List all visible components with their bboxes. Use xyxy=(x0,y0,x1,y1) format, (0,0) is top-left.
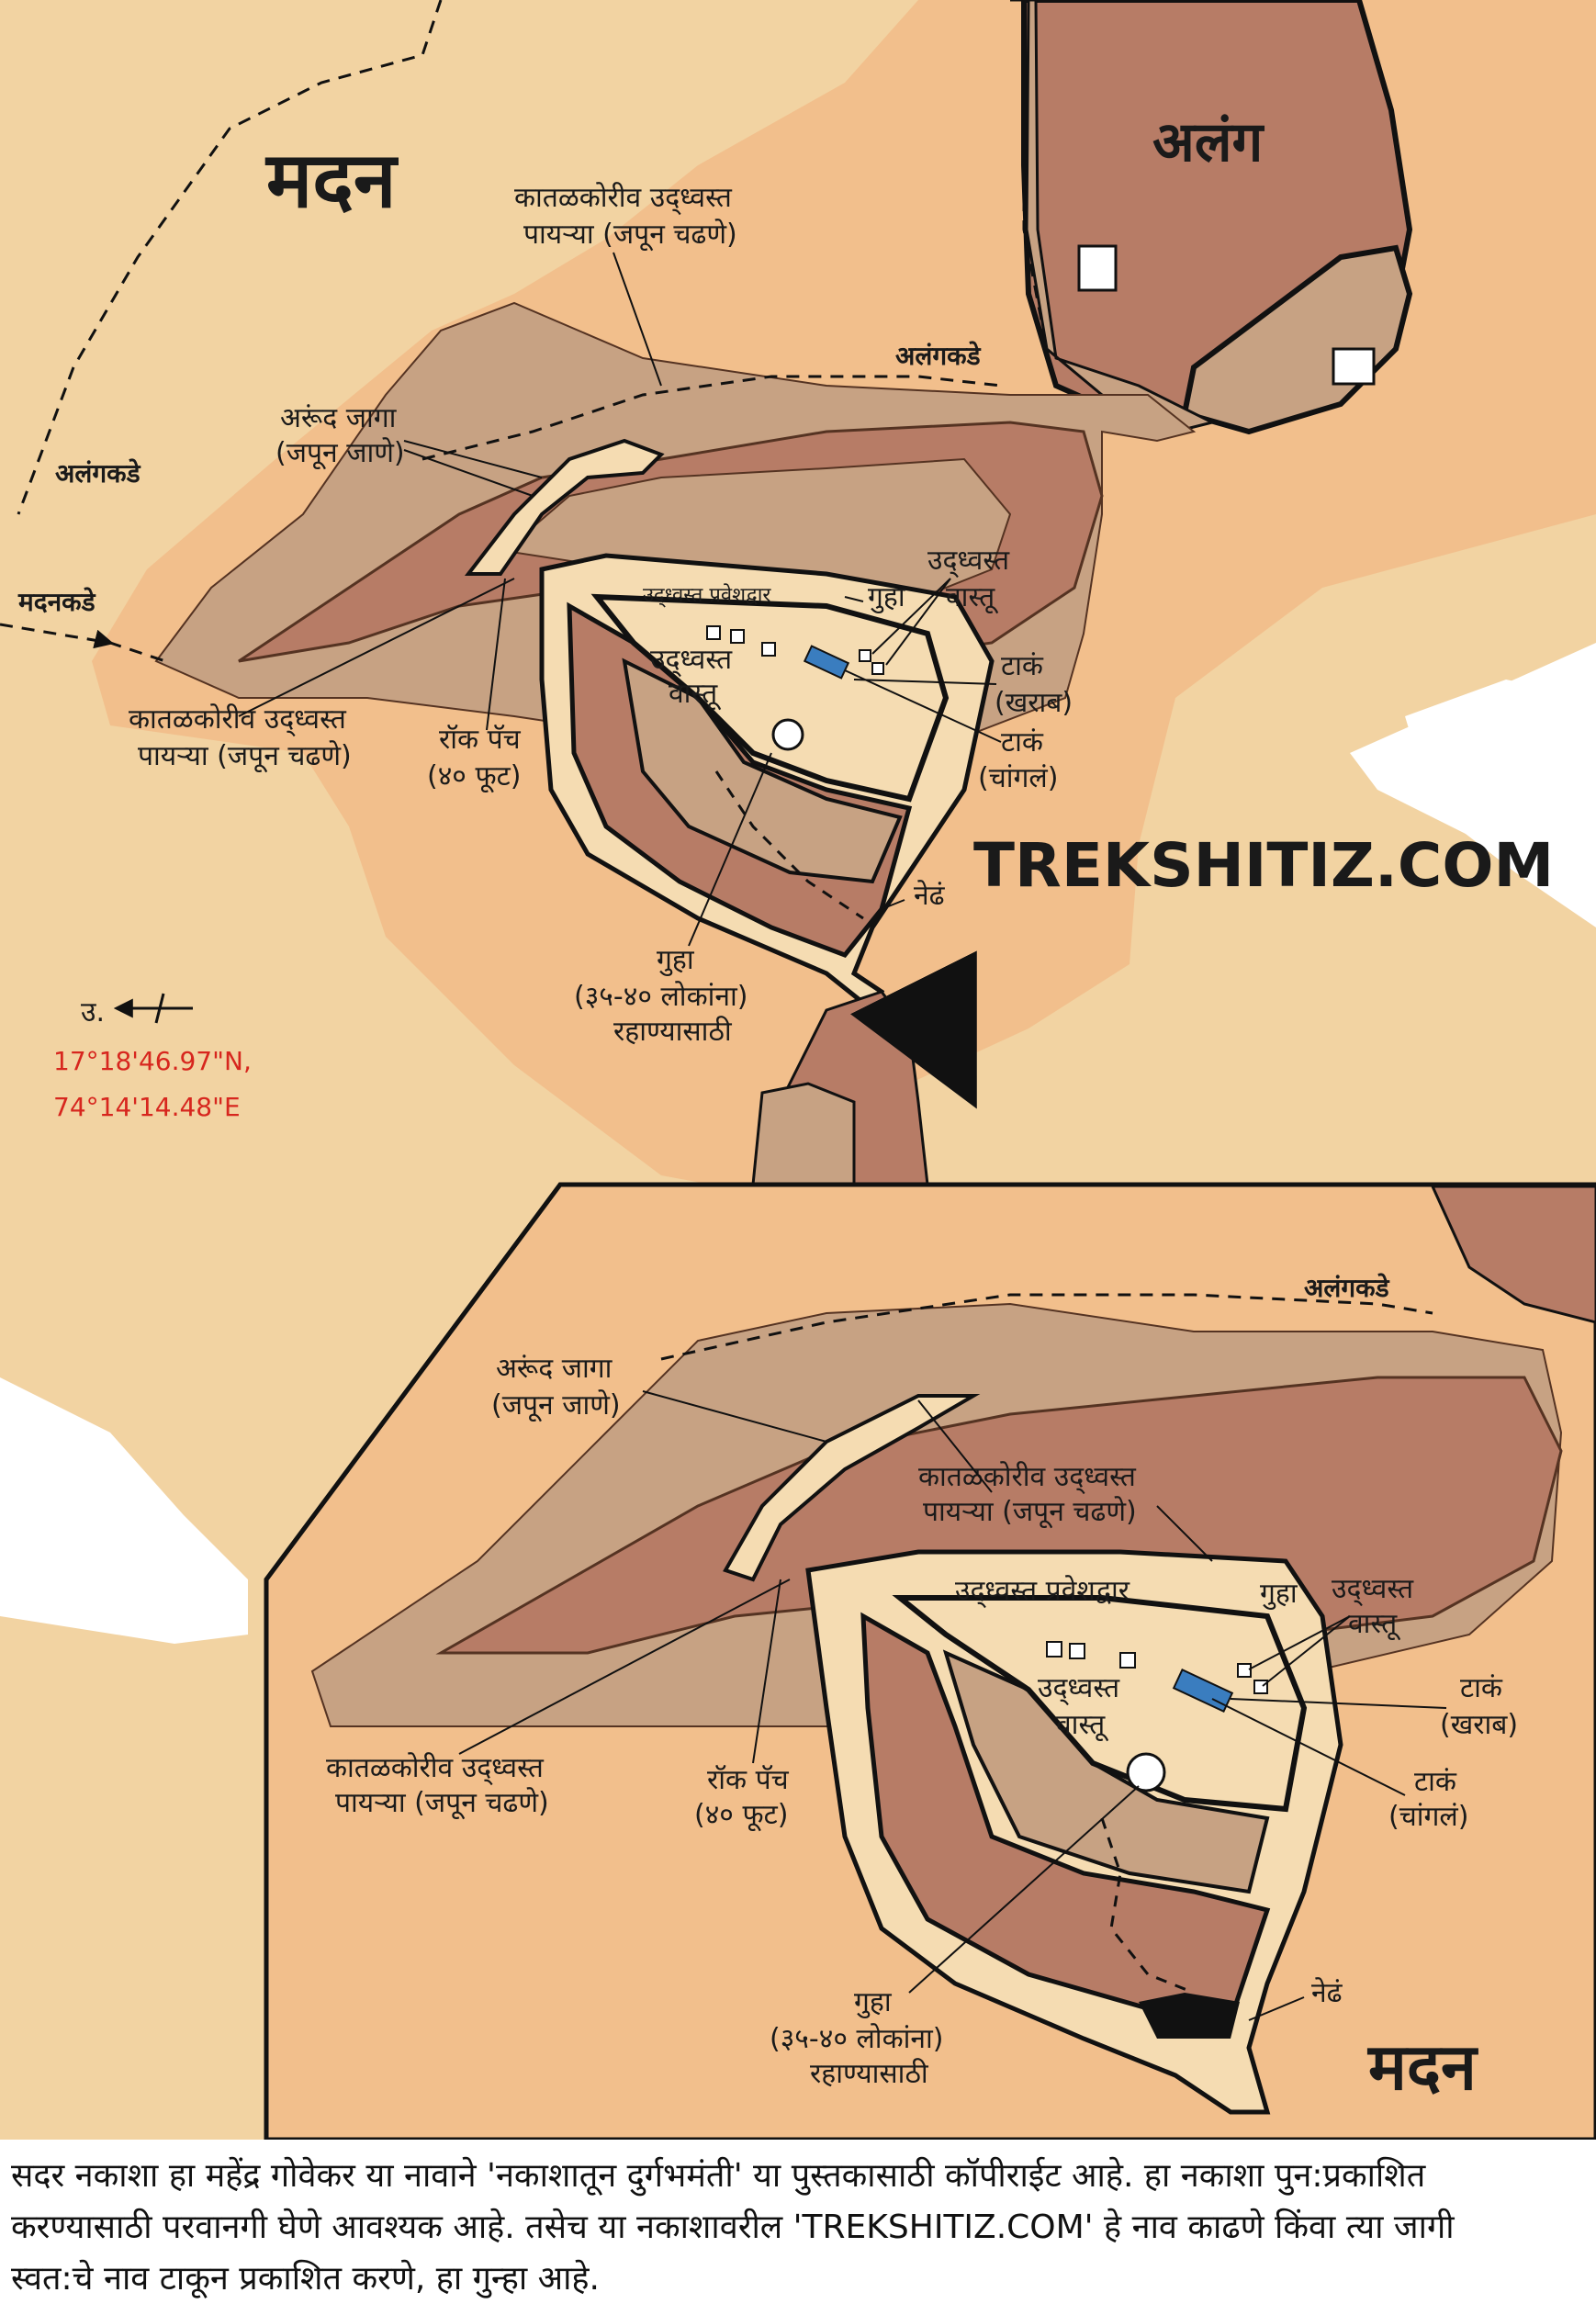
label-steps-left-2: पायऱ्या (जपून चढणे) xyxy=(138,740,352,773)
inset-cave-big-3: रहाण्यासाठी xyxy=(810,2058,929,2090)
white-gap-left xyxy=(0,1377,248,1644)
label-nedh: नेढं xyxy=(914,880,946,912)
label-ruins-center-1: उद्ध्वस्त xyxy=(650,644,733,677)
trail-alang-path xyxy=(1022,0,1049,350)
label-narrow-1: अरूंद जागा xyxy=(280,402,398,434)
route-alang-left: अलंगकडे xyxy=(55,458,141,489)
top-ruin-d xyxy=(859,649,871,662)
label-steps-top-1: कातळकोरीव उद्ध्वस्त xyxy=(514,182,733,215)
alang-ruin-2 xyxy=(1332,347,1376,386)
inset-narrow-2: (जपून जाणे) xyxy=(491,1389,621,1422)
inset-rock-patch-1: रॉक पॅच xyxy=(707,1764,790,1796)
top-ruin-a xyxy=(706,625,721,640)
label-cave-big-1: गुहा xyxy=(657,944,695,977)
inset-cave-small: गुहा xyxy=(1260,1578,1298,1611)
top-narrow-ledge xyxy=(464,438,665,576)
inset-steps-left-1: कातळकोरीव उद्ध्वस्त xyxy=(326,1752,545,1785)
label-narrow-2: (जपून जाणे) xyxy=(275,437,405,470)
inset-cave-big-1: गुहा xyxy=(854,1986,893,2019)
label-cave-big-2: (३५-४० लोकांना) xyxy=(574,981,748,1013)
footer-line-3: स्वत:चे नाव टाकून प्रकाशित करणे, हा गुन्… xyxy=(11,2260,600,2298)
inset-steps-top-1: कातळकोरीव उद्ध्वस्त xyxy=(918,1461,1137,1494)
inset-trail-top xyxy=(660,1293,1433,1361)
copyright-footer: सदर नकाशा हा महेंद्र गोवेकर या नावाने 'न… xyxy=(0,2141,1596,2315)
coordinate-lon: 74°14'14.48"E xyxy=(53,1092,241,1122)
alang-path-strip xyxy=(1010,0,1217,433)
footer-line-1: सदर नकाशा हा महेंद्र गोवेकर या नावाने 'न… xyxy=(11,2157,1426,2195)
alang-ruin-1 xyxy=(1077,244,1118,292)
label-steps-top-2: पायऱ्या (जपून चढणे) xyxy=(523,219,737,252)
inset-steps-top-2: पायऱ्या (जपून चढणे) xyxy=(923,1496,1137,1529)
top-ruin-e xyxy=(871,662,884,675)
label-ruins-right-2: वास्तू xyxy=(946,581,998,614)
north-arrow-tick xyxy=(154,993,165,1024)
inset-tank-bad-1: टाकं xyxy=(1460,1672,1503,1704)
label-tank-good-1: टाकं xyxy=(1001,726,1044,759)
watermark: TREKSHITIZ.COM xyxy=(973,830,1554,901)
label-steps-left-1: कातळकोरीव उद्ध्वस्त xyxy=(129,703,347,736)
inset-nedh: नेढं xyxy=(1311,1977,1343,2009)
label-ruins-center-2: वास्तू xyxy=(669,678,721,711)
inset-leader-lines xyxy=(458,1390,1447,2021)
inset-narrow-1: अरूंद जागा xyxy=(496,1353,613,1385)
label-gate: उद्ध्वस्त प्रवेशद्वार xyxy=(643,583,771,608)
inset-ruin-b xyxy=(1069,1643,1085,1659)
label-tank-good-2: (चांगलं) xyxy=(978,762,1058,794)
top-ruin-b xyxy=(730,629,745,644)
label-ruins-right-1: उद्ध्वस्त xyxy=(927,545,1010,578)
inset-tank-bad-2: (खराब) xyxy=(1440,1709,1518,1741)
route-alang-top: अलंगकडे xyxy=(895,341,982,371)
top-plateau xyxy=(590,593,950,803)
alang-shoulder xyxy=(1181,244,1413,435)
inset-tank-good-1: टाकं xyxy=(1414,1766,1457,1798)
north-label: उ. xyxy=(81,996,105,1028)
trail-fort xyxy=(714,770,864,920)
lower-rock xyxy=(751,1082,856,1186)
inset-steps-left-2: पायऱ्या (जपून चढणे) xyxy=(335,1787,549,1820)
fort-map: मदन अलंग अलंगकडे अलंगकडे मदनकडे कातळकोरी… xyxy=(0,0,1596,2140)
route-madan: मदनकडे xyxy=(17,587,96,617)
label-cave-big-3: रहाण्यासाठी xyxy=(613,1016,733,1048)
label-rock-patch-2: (४० फूट) xyxy=(427,760,521,793)
inset-cave-mark xyxy=(1126,1752,1166,1792)
footer-line-2: करण्यासाठी परवानगी घेणे आवश्यक आहे. तसेच… xyxy=(11,2208,1455,2246)
inset-ruin-e xyxy=(1253,1680,1268,1694)
top-cave-mark xyxy=(771,718,804,751)
inset-ruins-center-1: उद्ध्वस्त xyxy=(1038,1672,1120,1705)
coordinate-lat: 17°18'46.97"N, xyxy=(53,1046,252,1076)
trail-diag xyxy=(17,0,443,515)
inset-cave-dark xyxy=(1139,1993,1240,2039)
inset-rock-patch-2: (४० फूट) xyxy=(694,1799,788,1832)
inset-gate: उद्ध्वस्त प्रवेशद्वार xyxy=(955,1575,1130,1608)
inset-ruin-d xyxy=(1237,1663,1252,1678)
inset-ruins-right-2: वास्तू xyxy=(1348,1608,1400,1641)
inset-trail-fort xyxy=(1100,1817,1195,1995)
label-rock-patch-1: रॉक पॅच xyxy=(439,724,522,756)
inset-route-alang: अलंगकडे xyxy=(1304,1273,1390,1303)
inset-tank-good-2: (चांगलं) xyxy=(1388,1801,1468,1833)
label-cave-small: गुहा xyxy=(868,581,906,614)
inset-cave-big-2: (३५-४० लोकांना) xyxy=(770,2023,944,2055)
inset-arrow xyxy=(850,950,977,1109)
label-tank-bad-2: (खराब) xyxy=(995,687,1073,719)
inset-map: अलंगकडे अरूंद जागा (जपून जाणे) कातळकोरीव… xyxy=(264,1182,1596,2140)
top-leader-lines xyxy=(238,252,1002,947)
top-ruin-c xyxy=(761,642,776,657)
region-label-alang: अलंग xyxy=(1152,110,1265,174)
trail-left xyxy=(0,623,166,663)
label-tank-bad-1: टाकं xyxy=(1001,650,1044,682)
inset-narrow-ledge xyxy=(723,1394,981,1582)
inset-ruins-right-1: उद्ध्वस्त xyxy=(1332,1573,1414,1606)
inset-alang-corner xyxy=(1430,1185,1596,1324)
inset-region-madan: मदन xyxy=(1366,2029,1478,2105)
trail-top xyxy=(421,375,1002,461)
inset-ruins-center-2: वास्तू xyxy=(1056,1709,1108,1742)
inset-ruin-a xyxy=(1046,1641,1062,1658)
inset-fort-brown xyxy=(860,1612,1271,2023)
inset-plateau xyxy=(892,1595,1308,1813)
white-gap-top-right xyxy=(1405,680,1596,927)
region-label-madan: मदन xyxy=(264,135,399,225)
inset-ruin-c xyxy=(1119,1652,1136,1669)
top-fort-tan xyxy=(622,657,903,884)
